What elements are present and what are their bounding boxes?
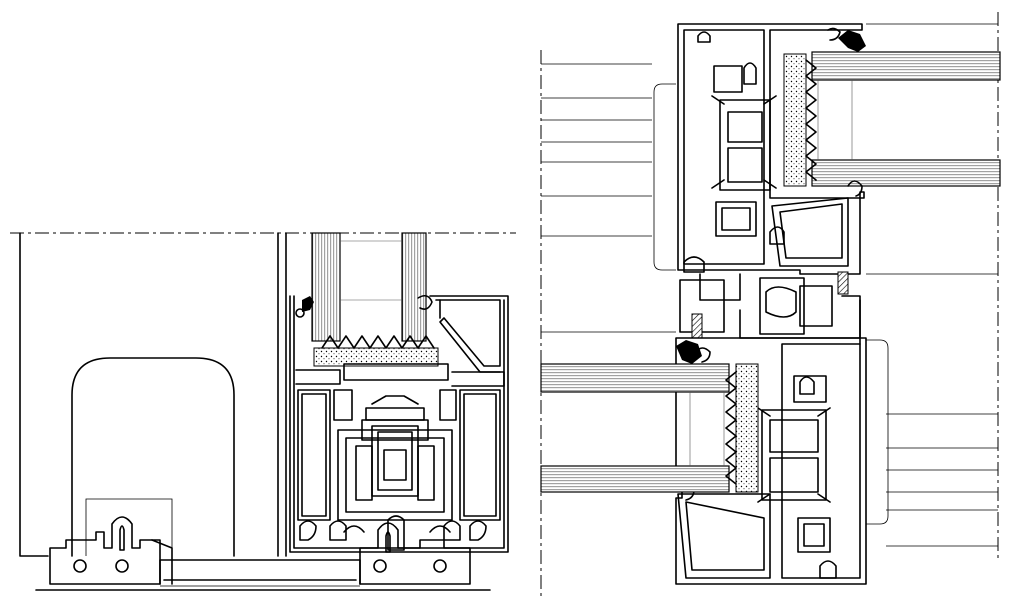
left-gaskets: [295, 294, 433, 318]
left-glazing-bead: [435, 299, 501, 373]
right-upper-cover: [653, 83, 676, 271]
left-wall-outline: [19, 232, 279, 557]
left-frame: [289, 295, 509, 553]
right-left-lines: [541, 63, 676, 333]
right-lower-spacer: [725, 363, 759, 493]
right-lower-frame: [675, 295, 867, 585]
left-setting-block: [313, 335, 439, 367]
left-bottom-details: [299, 515, 487, 551]
left-glazing: [311, 232, 427, 342]
right-upper-glazing: [811, 51, 1001, 187]
right-lower-cover: [866, 339, 889, 525]
left-sill-section: [10, 232, 516, 591]
right-transom-hardware: [679, 271, 861, 339]
left-frame-chambers: [297, 389, 501, 521]
right-right-lines: [866, 23, 998, 547]
left-opening: [71, 357, 235, 557]
right-upper-frame: [677, 23, 866, 301]
right-upper-spacer: [783, 53, 817, 187]
right-transom-section: [540, 12, 1001, 598]
left-sill-rails: [35, 516, 491, 591]
right-lower-glazing: [540, 363, 730, 493]
